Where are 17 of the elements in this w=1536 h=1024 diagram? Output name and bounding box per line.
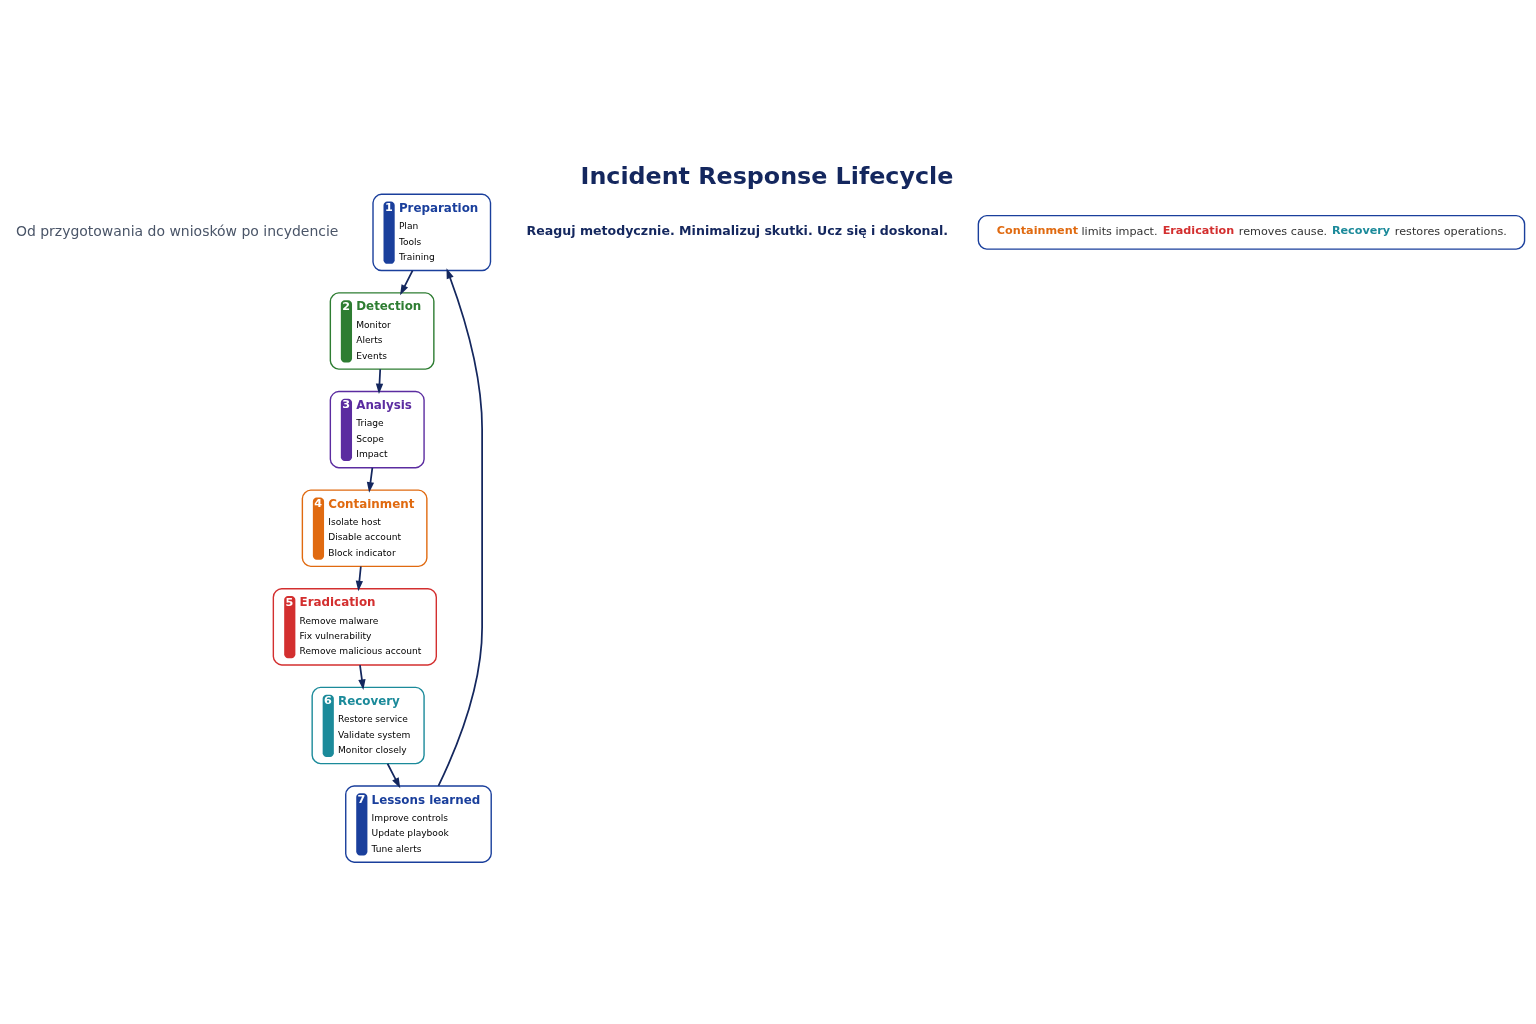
arrow bbox=[355, 565, 364, 591]
arrow bbox=[437, 267, 483, 787]
node-box: 3 Analysis Triage Scope Impact bbox=[329, 390, 425, 468]
arrow bbox=[366, 466, 375, 493]
node-text: Reaguj metodycznie. Minimalizuj skutki. Ucz się i doskonal. bbox=[526, 222, 949, 238]
arrow bbox=[386, 762, 401, 788]
label: Od przygotowania do wniosków po incydencie bbox=[15, 222, 339, 239]
node-box: 4 Containment Isolate host Disable account Block indicator bbox=[301, 488, 428, 567]
diagram-title: Incident Response Lifecycle bbox=[580, 161, 954, 190]
arrow bbox=[375, 367, 384, 394]
node-box: 2 Detection Monitor Alerts Events bbox=[329, 291, 435, 370]
node-box: 7 Lessons learned Improve controls Update playbook Tune alerts bbox=[345, 784, 492, 863]
node-box: Containment limits impact. Eradication removes cause. Recovery restores operations. bbox=[977, 214, 1526, 250]
arrow bbox=[358, 663, 366, 690]
node-box: 5 Eradication Remove malware Fix vulnerability Remove malicious account bbox=[272, 587, 437, 666]
node-box: 6 Recovery Restore service Validate system Monitor closely bbox=[311, 686, 425, 764]
node-box: 1 Preparation Plan Tools Training bbox=[372, 193, 492, 271]
